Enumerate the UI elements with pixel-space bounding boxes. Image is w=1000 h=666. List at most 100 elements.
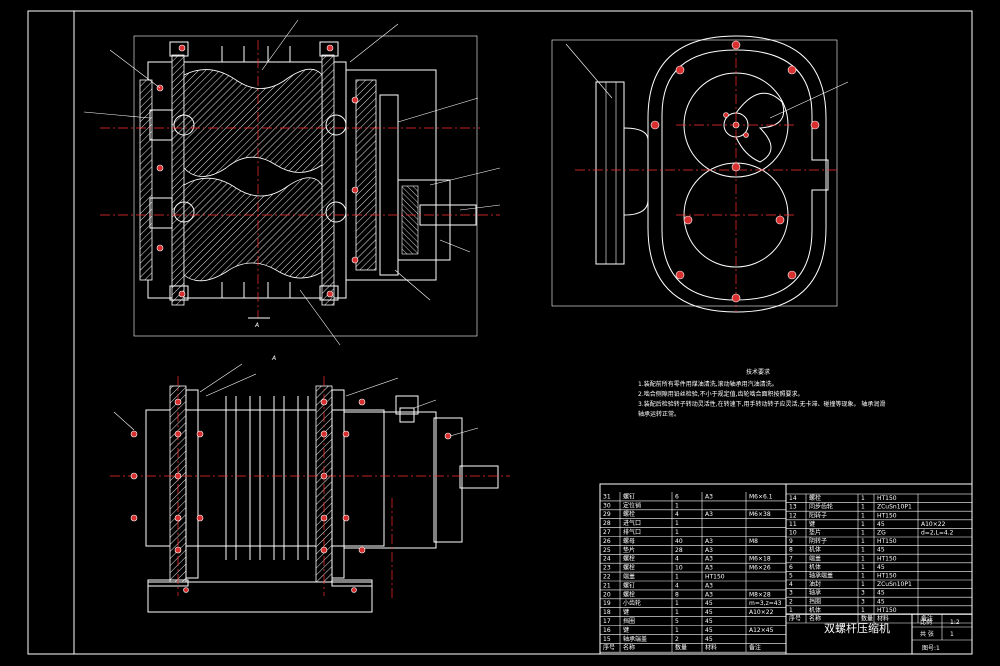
bom-cell-qty: 数量 bbox=[675, 644, 687, 652]
bom-cell-mat: 45 bbox=[877, 521, 885, 528]
bom-cell-name: 垫片 bbox=[623, 546, 635, 554]
bom-cell-name: 端盖 bbox=[809, 554, 821, 562]
bom-cell-no: 11 bbox=[789, 521, 797, 528]
notes-line-3: 3.装配后检验转子转动灵活性,在转速下,用手转动转子应灵活,无卡滞、碰撞等现象。… bbox=[638, 400, 885, 408]
bom-cell-mat: A3 bbox=[705, 565, 713, 572]
drawing-number: 图号:1 bbox=[922, 645, 940, 652]
bom-cell-qty: 4 bbox=[675, 511, 679, 518]
bom-cell-mat: A3 bbox=[705, 511, 713, 518]
notes-line-1: 1.装配前所有零件用煤油清洗,滚动轴承用汽油清洗。 bbox=[638, 380, 778, 388]
bom-cell-mat: A3 bbox=[705, 591, 713, 598]
bom-cell-no: 10 bbox=[789, 530, 797, 537]
bom-row: 29 螺栓 4 A3 M6×38 bbox=[600, 510, 786, 520]
sheet-label: 共 张 bbox=[920, 630, 934, 638]
bom-cell-name: 螺钉 bbox=[623, 492, 635, 500]
bom-cell-no: 12 bbox=[789, 512, 797, 519]
bom-cell-qty: 1 bbox=[861, 555, 865, 562]
bom-cell-name: 螺栓 bbox=[623, 590, 635, 598]
bom-cell-no: 8 bbox=[789, 547, 793, 554]
bom-cell-mat: HT150 bbox=[877, 555, 897, 562]
bom-row: 8 机体 1 45 bbox=[786, 546, 972, 555]
bom-cell-mat: A3 bbox=[705, 556, 713, 563]
bom-cell-qty: 2 bbox=[675, 636, 679, 643]
bom-cell-mat: 材料 bbox=[877, 615, 889, 623]
bom-cell-no: 14 bbox=[789, 495, 797, 502]
bom-cell-no: 27 bbox=[603, 529, 611, 536]
bom-cell-qty: 3 bbox=[861, 590, 865, 597]
bom-cell-mat: HT150 bbox=[877, 512, 897, 519]
bom-cell-qty: 1 bbox=[861, 521, 865, 528]
bom-cell-qty: 1 bbox=[861, 581, 865, 588]
bom-cell-spec: M8 bbox=[749, 538, 758, 545]
bom-cell-no: 22 bbox=[603, 574, 611, 581]
bom-cell-qty: 40 bbox=[675, 538, 683, 545]
bom-cell-name: 机体 bbox=[809, 546, 821, 554]
bom-cell-no: 30 bbox=[603, 502, 611, 509]
bom-cell-name: 油封 bbox=[809, 580, 821, 588]
side-end-view bbox=[551, 35, 849, 313]
bom-cell-qty: 1 bbox=[861, 573, 865, 580]
bom-cell-no: 25 bbox=[603, 547, 611, 554]
bom-cell-spec: M8×28 bbox=[749, 591, 771, 598]
bom-cell-mat: 材料 bbox=[705, 644, 717, 652]
bom-cell-name: 螺钉 bbox=[623, 581, 635, 589]
bom-cell-qty: 1 bbox=[861, 547, 865, 554]
bom-cell-name: 机体 bbox=[809, 563, 821, 571]
bom-cell-no: 19 bbox=[603, 600, 611, 607]
bom-cell-name: 轴承 bbox=[809, 589, 821, 597]
bom-cell-mat: 45 bbox=[877, 547, 885, 554]
bom-cell-name: 定位销 bbox=[623, 501, 641, 509]
bom-cell-mat: A3 bbox=[705, 493, 713, 500]
bom-cell-mat: HT150 bbox=[877, 538, 897, 545]
bom-cell-mat: ZG bbox=[877, 530, 886, 537]
bom-cell-name: 进气口 bbox=[623, 519, 641, 527]
technical-notes: 技术要求 1.装配前所有零件用煤油清洗,滚动轴承用汽油清洗。 2.啮合侧隙用铅丝… bbox=[638, 368, 885, 418]
bom-cell-name: 排气口 bbox=[623, 528, 641, 536]
bom-cell-mat: 45 bbox=[705, 609, 713, 616]
bom-cell-qty: 4 bbox=[675, 582, 679, 589]
bom-row: 序号名称数量材料备注 bbox=[600, 644, 786, 653]
bom-cell-name: 螺栓 bbox=[809, 494, 821, 502]
bom-cell-mat: HT150 bbox=[877, 607, 897, 614]
bom-cell-name: 螺栓 bbox=[623, 510, 635, 518]
bom-cell-qty: 1 bbox=[675, 609, 679, 616]
bom-cell-spec: d=2,L=4.2 bbox=[921, 530, 954, 537]
bom-cell-name: 键 bbox=[623, 608, 629, 616]
bom-cell-name: 螺栓 bbox=[623, 564, 635, 572]
bom-cell-no: 23 bbox=[603, 565, 611, 572]
view-a-title: A bbox=[271, 355, 276, 362]
bom-cell-mat: 45 bbox=[877, 590, 885, 597]
bom-cell-spec: M6×38 bbox=[749, 511, 771, 518]
bom-cell-qty: 10 bbox=[675, 565, 683, 572]
bom-cell-mat: 45 bbox=[705, 600, 713, 607]
bom-cell-mat: HT150 bbox=[705, 574, 725, 581]
bom-cell-no: 26 bbox=[603, 538, 611, 545]
notes-line-2: 2.啮合侧隙用铅丝检验,不小于规定值,齿轮啮合面积按照要求。 bbox=[638, 390, 804, 398]
bom-cell-no: 18 bbox=[603, 609, 611, 616]
bom-cell-qty: 1 bbox=[675, 574, 679, 581]
bom-cell-name: 同步齿轮 bbox=[809, 503, 833, 511]
bom-cell-mat: HT150 bbox=[877, 573, 897, 580]
bom-cell-mat: 45 bbox=[705, 627, 713, 634]
sheet-value: 1 bbox=[950, 631, 954, 638]
bom-cell-no: 29 bbox=[603, 511, 611, 518]
bom-cell-name: 轴承端盖 bbox=[809, 572, 833, 580]
